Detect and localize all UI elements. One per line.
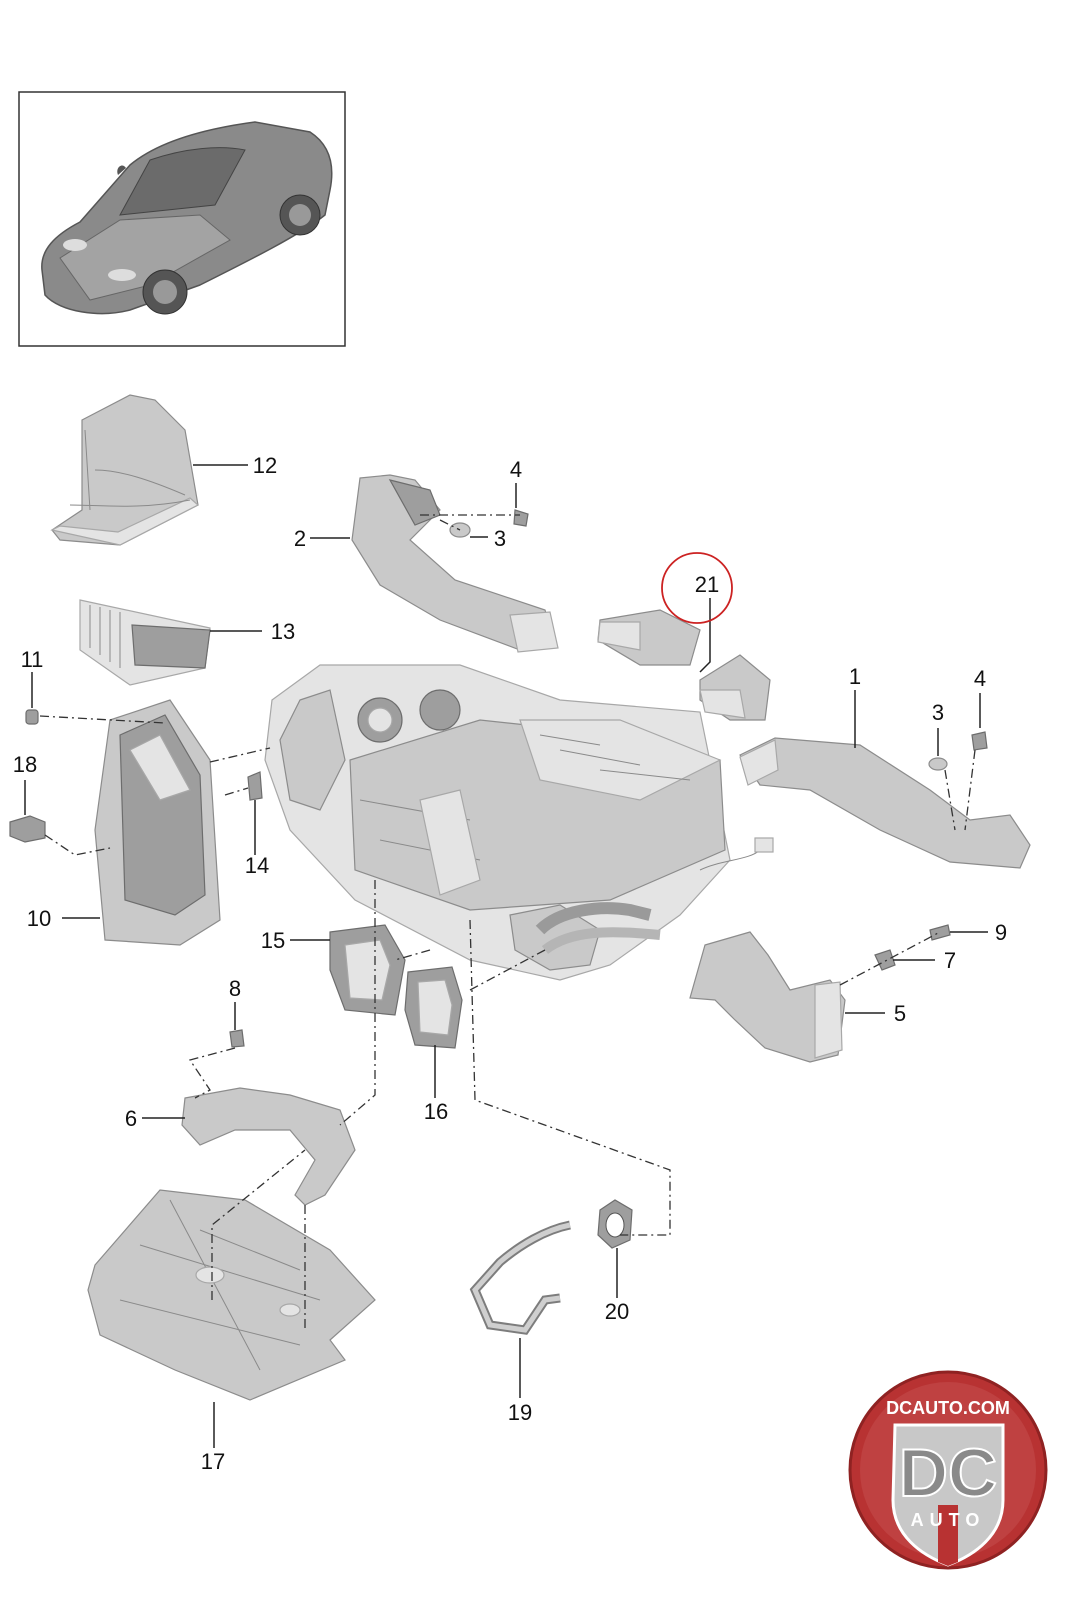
part-19-pipe — [469, 1220, 571, 1335]
callout-16: 16 — [424, 1099, 448, 1124]
callout-15: 15 — [261, 928, 285, 953]
part-18-sensor — [9, 815, 46, 843]
callout-14: 14 — [245, 853, 269, 878]
callout-6: 6 — [125, 1106, 137, 1131]
callout-18: 18 — [13, 752, 37, 777]
part-20-clamp — [597, 1199, 633, 1249]
callout-9: 9 — [995, 920, 1007, 945]
part-21-duct-pair — [597, 609, 771, 721]
hvac-unit — [264, 664, 774, 981]
callout-labels: 1 2 3 3 4 4 5 6 7 8 9 10 11 12 13 14 15 … — [13, 453, 1007, 1474]
callout-10: 10 — [27, 906, 51, 931]
part-2-duct — [351, 474, 559, 653]
logo-top-text: DCAUTO.COM — [886, 1398, 1010, 1418]
callout-17: 17 — [201, 1449, 225, 1474]
part-12-cover — [50, 394, 200, 546]
part-14-clip — [247, 771, 263, 801]
callout-4-right: 4 — [974, 666, 986, 691]
callout-13: 13 — [271, 619, 295, 644]
part-3-nut-right — [928, 757, 948, 771]
part-4-screw-right — [971, 731, 988, 751]
callout-21-highlight — [661, 552, 733, 624]
callout-3-top: 3 — [494, 526, 506, 551]
callout-20: 20 — [605, 1299, 629, 1324]
part-5-duct — [689, 931, 846, 1063]
part-11-clip — [25, 709, 39, 725]
callout-2: 2 — [294, 526, 306, 551]
part-1-duct — [739, 737, 1031, 869]
part-8-clip — [229, 1029, 245, 1048]
car-illustration — [41, 121, 333, 315]
dcauto-logo: DCAUTO.COM DC AUTO — [848, 1370, 1048, 1570]
callout-1: 1 — [849, 664, 861, 689]
part-4-screw-top — [513, 509, 529, 527]
callout-11: 11 — [21, 647, 44, 672]
part-16-seal — [404, 966, 463, 1049]
part-6-duct — [181, 1087, 356, 1206]
callout-21: 21 — [695, 572, 719, 597]
part-10-housing — [94, 699, 221, 946]
callout-3-right: 3 — [932, 700, 944, 725]
part-17-panel — [87, 1189, 376, 1401]
callout-8: 8 — [229, 976, 241, 1001]
part-15-seal — [329, 924, 406, 1016]
callout-12: 12 — [253, 453, 277, 478]
part-7-clip — [874, 949, 896, 971]
callout-5: 5 — [894, 1001, 906, 1026]
callout-7: 7 — [944, 948, 956, 973]
callout-4-top: 4 — [510, 457, 522, 482]
logo-bottom-text: AUTO — [911, 1510, 986, 1530]
logo-letters: DC — [899, 1435, 997, 1511]
leader-lines — [24, 464, 988, 1448]
part-9-screw — [929, 924, 951, 941]
part-13-filter — [79, 599, 211, 686]
vehicle-thumbnail — [18, 91, 346, 347]
assembly-lines — [39, 514, 976, 1330]
callout-19: 19 — [508, 1400, 532, 1425]
